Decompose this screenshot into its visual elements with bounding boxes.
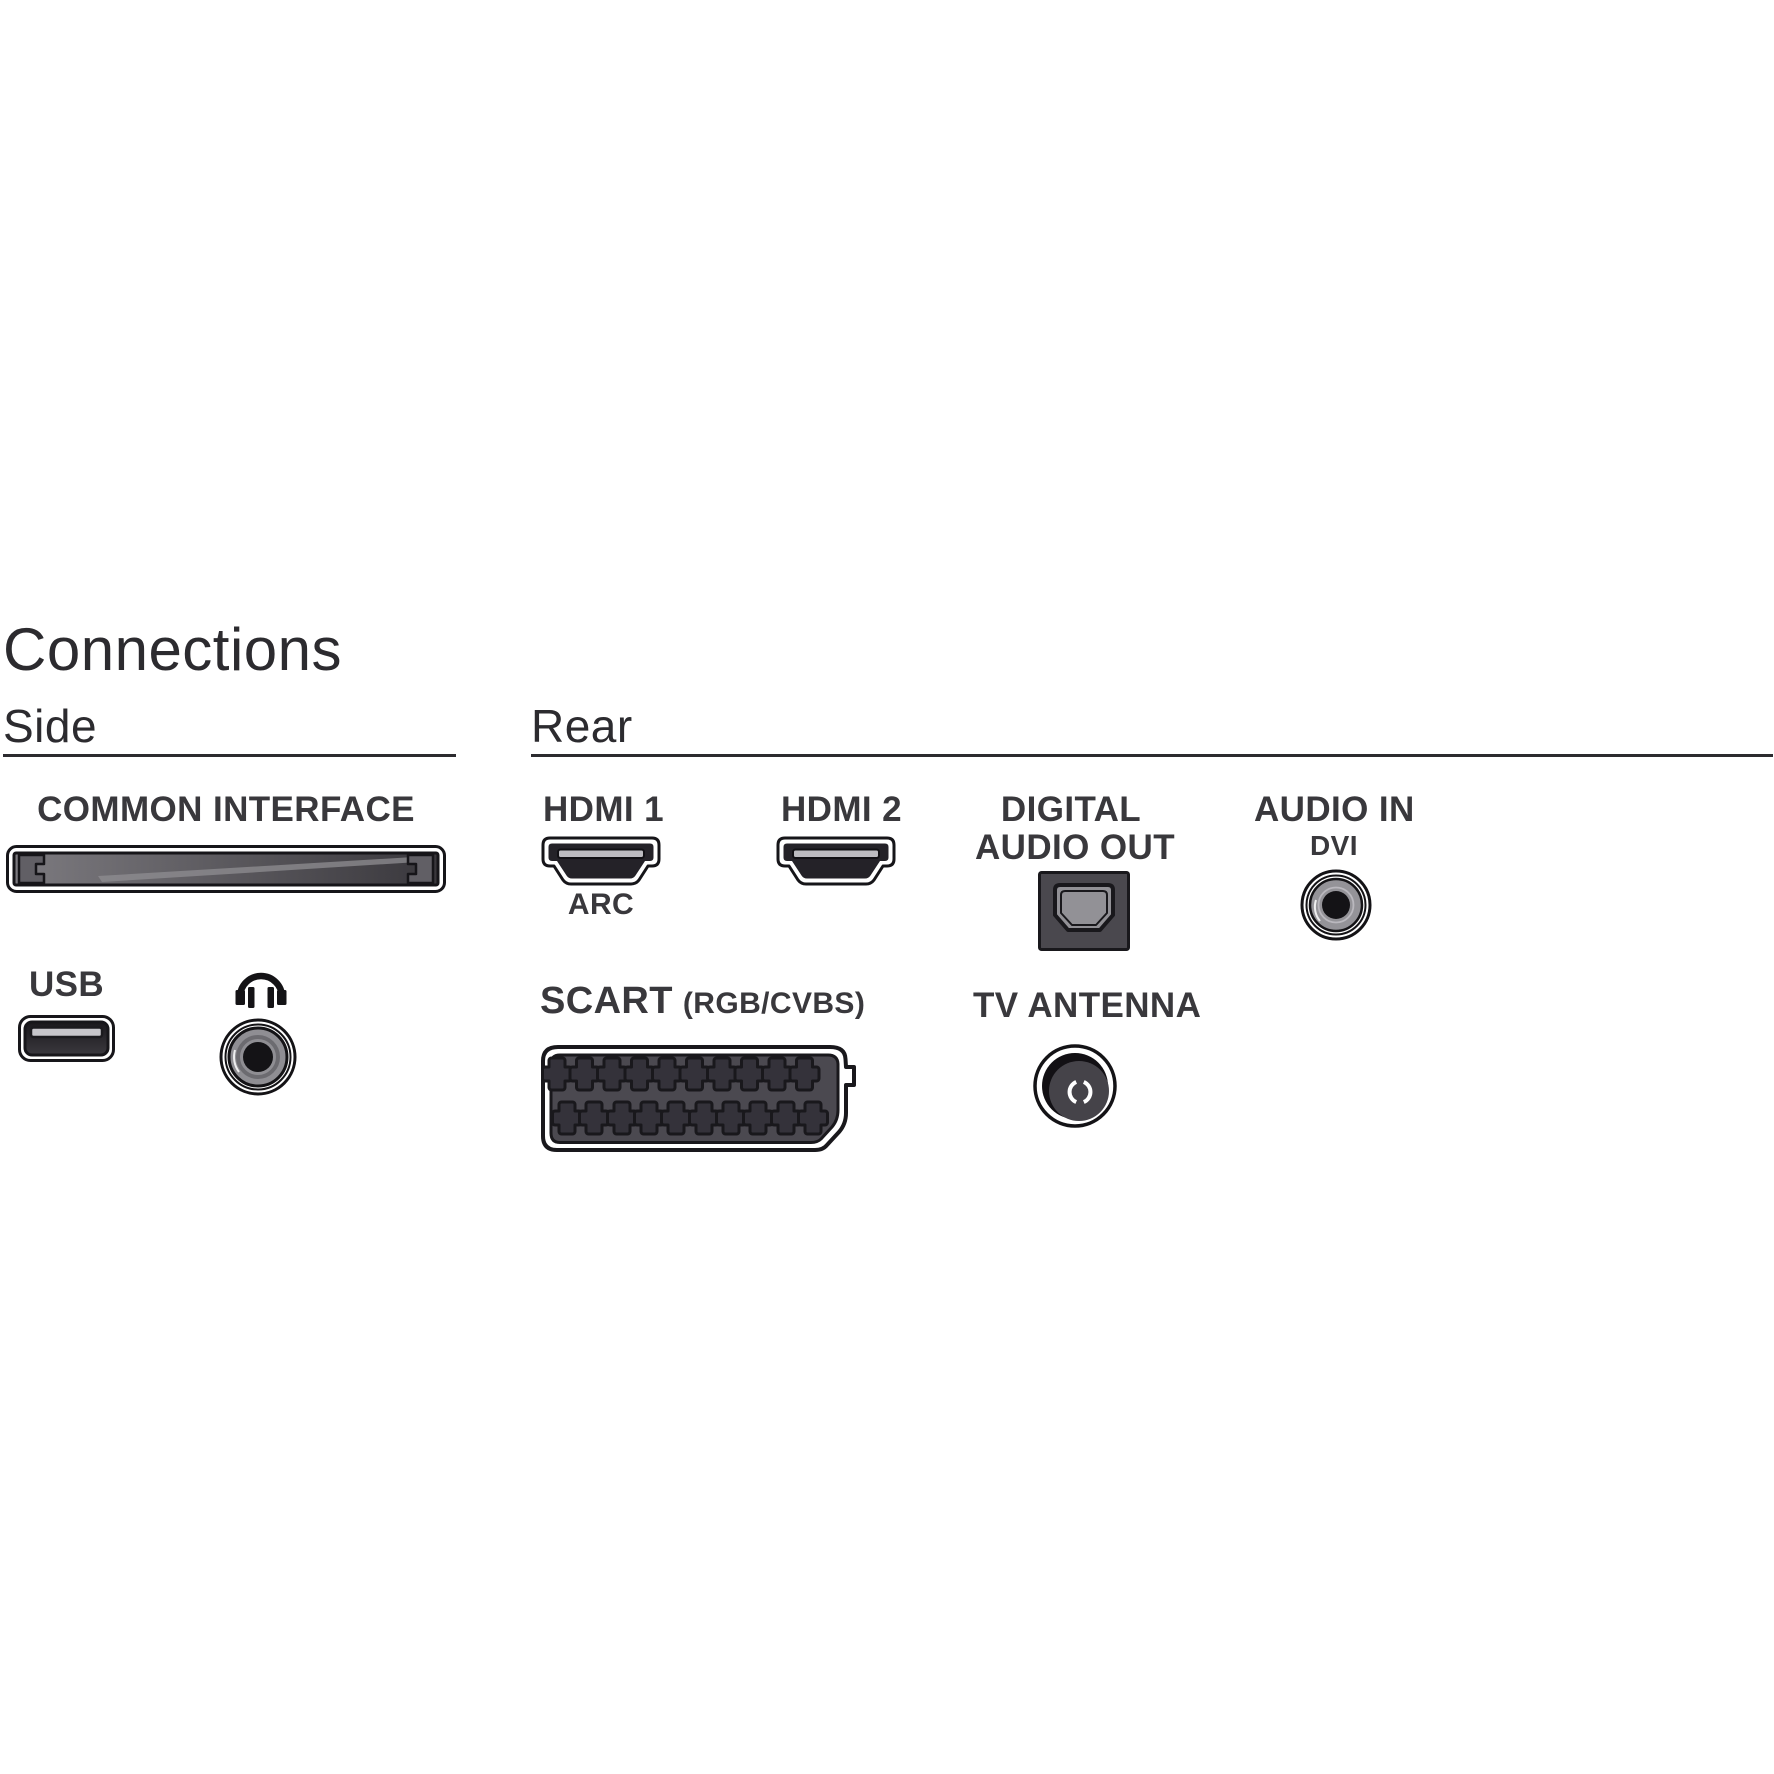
hdmi1-arc-label: ARC (567, 888, 635, 921)
usb-port-icon (18, 1015, 115, 1062)
headphones-icon (235, 972, 287, 1008)
tv-antenna-label: TV ANTENNA (973, 986, 1202, 1025)
rear-section-heading: Rear (531, 700, 633, 752)
scart-sublabel: (RGB/CVBS) (682, 987, 866, 1020)
digital-audio-out-label-line2: AUDIO OUT (975, 828, 1175, 867)
scart-label: SCART (540, 980, 673, 1022)
audio-in-dvi-label: DVI (1310, 830, 1358, 861)
page-title: Connections (3, 616, 343, 683)
rear-underline (531, 754, 1773, 757)
side-underline (3, 754, 456, 757)
hdmi2-label: HDMI 2 (781, 790, 903, 829)
hdmi-port-icon (776, 836, 896, 886)
usb-label: USB (28, 965, 105, 1004)
scart-label-group: SCART (RGB/CVBS) (540, 980, 865, 1022)
hdmi-port-icon (541, 836, 661, 886)
audio-in-label: AUDIO IN (1254, 790, 1415, 829)
optical-audio-port-icon (1038, 871, 1130, 951)
scart-port-icon (541, 1045, 856, 1152)
digital-audio-out-label-line1: DIGITAL (1000, 790, 1142, 829)
side-section-heading: Side (3, 700, 98, 752)
antenna-jack-icon (1033, 1044, 1117, 1128)
rca-jack-icon (1300, 869, 1372, 941)
common-interface-slot-icon (6, 845, 446, 893)
headphone-jack-icon (219, 1018, 297, 1096)
common-interface-label: COMMON INTERFACE (37, 790, 415, 829)
hdmi1-label: HDMI 1 (543, 790, 665, 829)
